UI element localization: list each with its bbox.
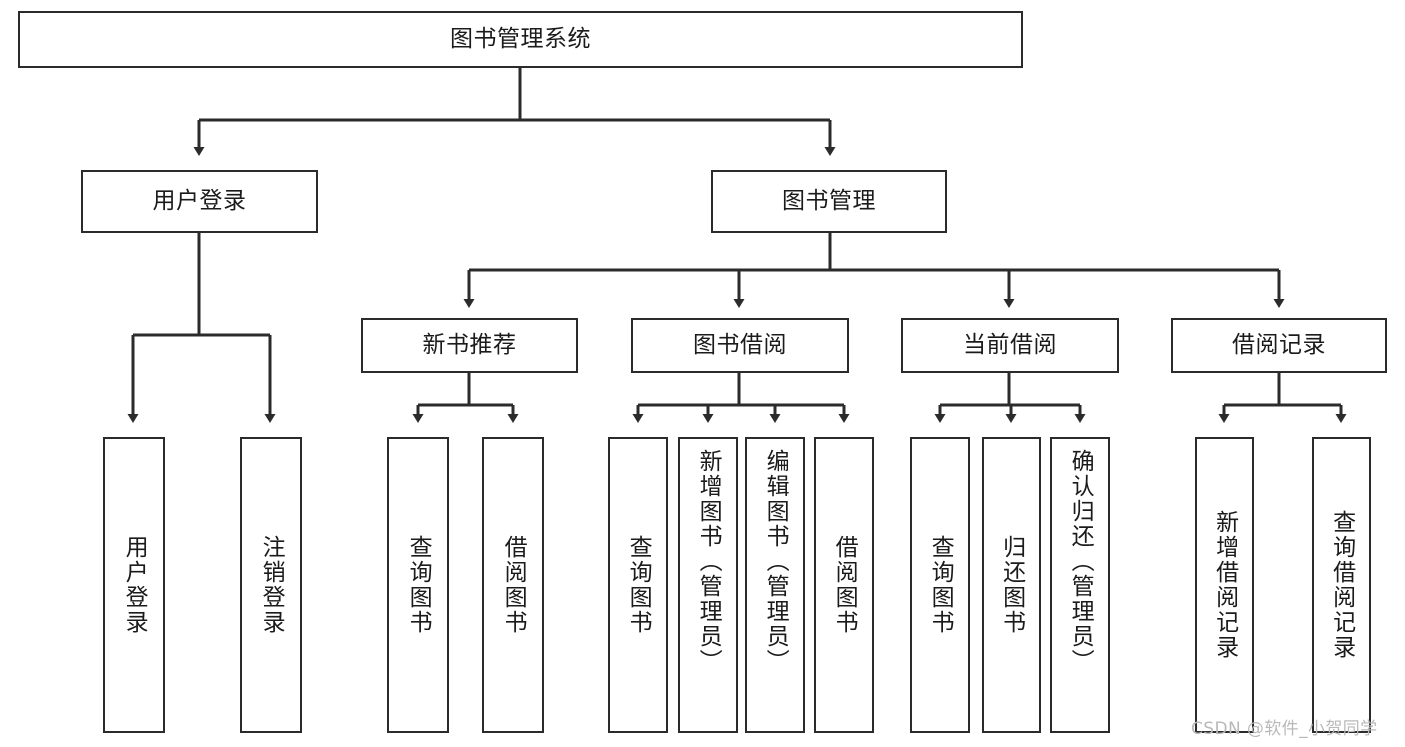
node-leaf-user-login-label: 用户登录 (121, 535, 148, 635)
node-leaf-add-book[interactable]: 新增图书（管理员） (678, 437, 738, 733)
node-leaf-edit-book-label: 编辑图书（管理员） (762, 449, 789, 674)
node-leaf-confirm-return-label: 确认归还（管理员） (1067, 449, 1094, 674)
node-root[interactable]: 图书管理系统 (18, 11, 1023, 68)
node-leaf-return-book-label: 归还图书 (998, 535, 1025, 635)
node-leaf-user-logout[interactable]: 注销登录 (240, 437, 302, 733)
node-leaf-user-login[interactable]: 用户登录 (103, 437, 165, 733)
node-leaf-add-book-label: 新增图书（管理员） (695, 449, 722, 674)
node-current-borrow-label: 当前借阅 (963, 331, 1057, 358)
node-new-book-rec[interactable]: 新书推荐 (361, 318, 578, 373)
node-leaf-add-record-label: 新增借阅记录 (1211, 510, 1238, 660)
node-leaf-query-book-bb-label: 查询图书 (625, 535, 652, 635)
node-leaf-borrow-book-bb[interactable]: 借阅图书 (814, 437, 874, 733)
node-root-label: 图书管理系统 (450, 25, 591, 52)
node-borrow-record-label: 借阅记录 (1232, 331, 1326, 358)
node-leaf-add-record[interactable]: 新增借阅记录 (1195, 437, 1254, 733)
node-leaf-return-book[interactable]: 归还图书 (982, 437, 1041, 733)
node-leaf-query-book-cb-label: 查询图书 (927, 535, 954, 635)
node-book-manage[interactable]: 图书管理 (711, 170, 947, 233)
node-borrow-record[interactable]: 借阅记录 (1171, 318, 1387, 373)
node-leaf-query-book-bb[interactable]: 查询图书 (608, 437, 668, 733)
node-leaf-query-book-rec[interactable]: 查询图书 (387, 437, 449, 733)
node-leaf-confirm-return[interactable]: 确认归还（管理员） (1050, 437, 1110, 733)
node-leaf-borrow-book-rec-label: 借阅图书 (500, 535, 527, 635)
node-leaf-user-logout-label: 注销登录 (258, 535, 285, 635)
node-leaf-borrow-book-bb-label: 借阅图书 (831, 535, 858, 635)
node-user-login[interactable]: 用户登录 (81, 170, 318, 233)
node-current-borrow[interactable]: 当前借阅 (901, 318, 1119, 373)
node-book-manage-label: 图书管理 (782, 187, 876, 214)
node-new-book-rec-label: 新书推荐 (422, 331, 517, 358)
node-leaf-borrow-book-rec[interactable]: 借阅图书 (482, 437, 544, 733)
node-leaf-query-record-label: 查询借阅记录 (1328, 510, 1355, 660)
node-book-borrow[interactable]: 图书借阅 (631, 318, 849, 373)
node-user-login-label: 用户登录 (152, 187, 247, 214)
node-leaf-edit-book[interactable]: 编辑图书（管理员） (745, 437, 805, 733)
node-book-borrow-label: 图书借阅 (693, 331, 787, 358)
node-leaf-query-book-cb[interactable]: 查询图书 (910, 437, 970, 733)
node-leaf-query-record[interactable]: 查询借阅记录 (1312, 437, 1371, 733)
node-leaf-query-book-rec-label: 查询图书 (405, 535, 432, 635)
csdn-watermark: CSDN @软件_小贺同学 (1191, 719, 1378, 739)
